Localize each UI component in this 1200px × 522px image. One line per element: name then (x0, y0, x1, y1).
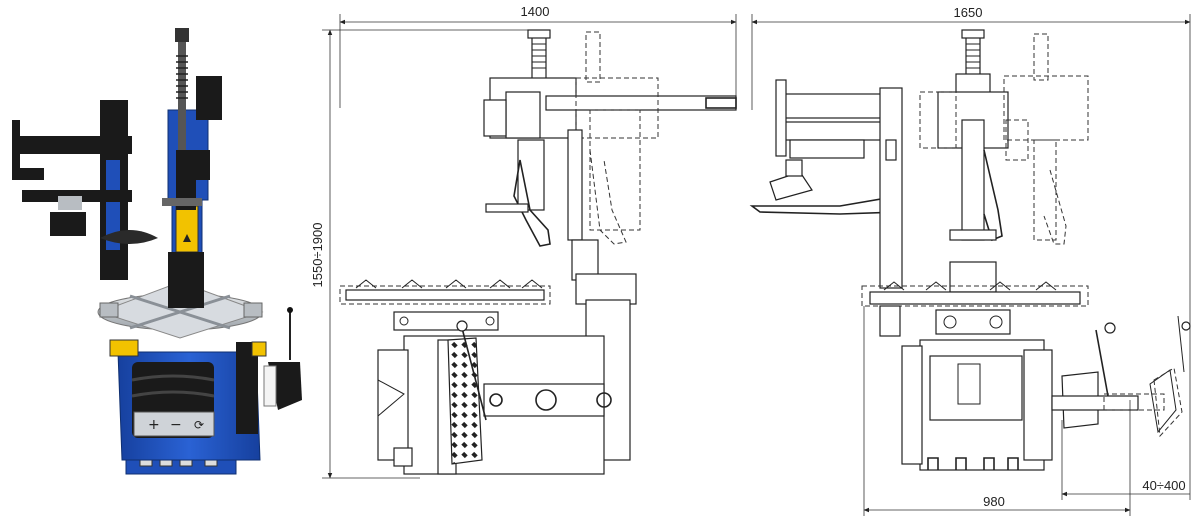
side-column (236, 342, 258, 434)
svg-text:−: − (170, 417, 182, 433)
machine-photo: + − ⟳ (12, 28, 302, 475)
dim-height: 1550÷1900 (310, 223, 325, 288)
helper-arm (12, 136, 132, 154)
press-foot (50, 212, 86, 236)
dim-offset: 40÷400 (1142, 478, 1185, 493)
bead-blade-side (447, 337, 483, 465)
dim-side-width: 1400 (521, 4, 550, 19)
front-view-drawing (749, 14, 1191, 516)
side-view-drawing (322, 14, 737, 479)
svg-text:⟳: ⟳ (194, 418, 204, 432)
warning-label (175, 205, 199, 253)
control-panel (133, 411, 215, 437)
control-box (196, 76, 222, 120)
svg-text:+: + (148, 417, 160, 433)
turntable (97, 281, 264, 339)
dim-base-depth: 980 (983, 494, 1005, 509)
dim-front-width: 1650 (954, 5, 983, 20)
bead-breaker-blade (109, 339, 139, 357)
